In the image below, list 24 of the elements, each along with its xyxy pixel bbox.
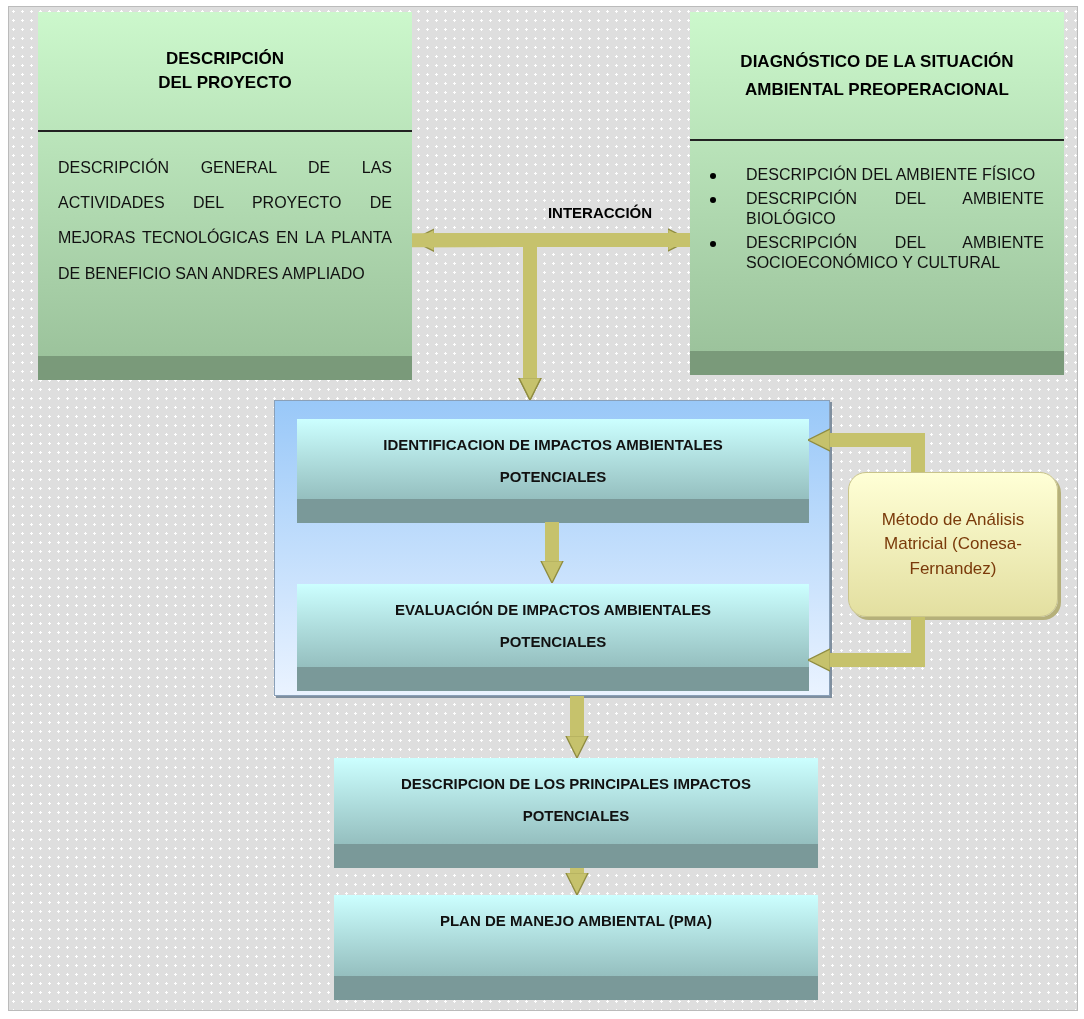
process-box — [848, 472, 1058, 617]
box-text: IDENTIFICACION DE IMPACTOS AMBIENTALES POTENCIALES — [382, 435, 724, 487]
box-text: Método de Análisis Matricial (Conesa-Fernandez) — [880, 508, 1026, 580]
box-text: DESCRIPCIÓN GENERAL DE LAS ACTIVIDADES DEL PROYECTO DE MEJORAS TECNOLÓGICAS EN LA PLANTA DE BENEFICIO SAN ANDRES AMPLIADO — [58, 157, 392, 284]
process-box — [690, 12, 1064, 375]
box-text: DESCRIPCION DE LOS PRINCIPALES IMPACTOS POTENCIALES — [399, 774, 752, 826]
block-arrow — [807, 428, 925, 472]
block-arrow — [565, 868, 589, 896]
process-box — [334, 758, 818, 868]
process-box — [334, 895, 818, 1000]
block-arrow — [540, 522, 564, 584]
block-arrow — [518, 232, 690, 401]
box-heading: DESCRIPCIÓN DEL PROYECTO — [157, 48, 293, 94]
box-text: EVALUACIÓN DE IMPACTOS AMBIENTALES POTENCIALES — [394, 600, 712, 652]
process-box — [38, 12, 412, 380]
box-heading: DIAGNÓSTICO DE LA SITUACIÓN AMBIENTAL PREOPERACIONAL — [739, 51, 1015, 101]
bullet-text: DESCRIPCIÓN DEL AMBIENTE FÍSICO — [746, 165, 1036, 185]
process-box — [297, 419, 809, 523]
process-box — [297, 584, 809, 691]
block-arrow — [565, 696, 589, 759]
bullet-text: DESCRIPCIÓN DEL AMBIENTE BIOLÓGICO — [746, 189, 1044, 229]
group-panel — [274, 400, 830, 696]
box-text: PLAN DE MANEJO AMBIENTAL (PMA) — [439, 911, 713, 931]
bullet-text: DESCRIPCIÓN DEL AMBIENTE SOCIOECONÓMICO Y CULTURAL — [746, 233, 1044, 273]
